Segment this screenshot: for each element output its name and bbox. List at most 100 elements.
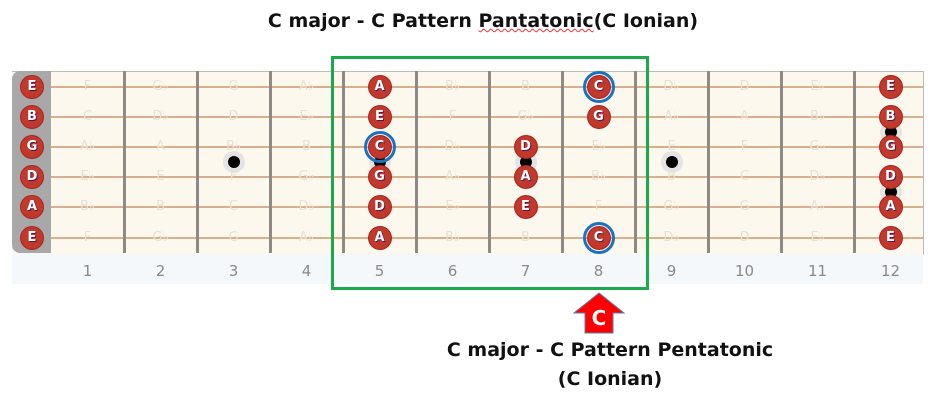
ghost-note: C [739, 169, 750, 184]
fret-wire [780, 71, 783, 253]
fret-wire [707, 71, 710, 253]
root-ring [363, 131, 396, 163]
ghost-note: D♭ [298, 199, 315, 214]
ghost-note: B♭ [590, 169, 607, 184]
fret-number: 8 [593, 262, 604, 280]
fret-wire [853, 71, 856, 253]
ghost-note: D [739, 230, 750, 245]
ghost-note: D [228, 109, 239, 124]
page-title: C major - C Pattern Pantatonic(C Ionian) [0, 10, 940, 32]
root-ring [582, 222, 615, 254]
fret-number: 7 [520, 262, 531, 280]
ghost-note: B♭ [444, 230, 461, 245]
fret-number: 11 [807, 262, 828, 280]
fret-wire [634, 71, 637, 253]
fret-wire [415, 71, 418, 253]
ghost-note: F [448, 109, 457, 124]
ghost-note: F [594, 199, 603, 214]
ghost-note: A [740, 109, 749, 124]
inlay-dot [884, 126, 897, 138]
fret-wire [123, 71, 126, 253]
caption-line-1: C major - C Pattern Pentatonic [446, 339, 774, 361]
ghost-note: A♭ [298, 79, 315, 94]
ghost-note: G♭ [517, 109, 534, 124]
fret-wire [488, 71, 491, 253]
ghost-note: E [156, 169, 165, 184]
ghost-note: E♭ [810, 79, 825, 94]
ghost-note: F [229, 169, 238, 184]
scale-note: E [879, 227, 902, 249]
ghost-note: E♭ [299, 109, 314, 124]
ghost-note: E♭ [80, 169, 95, 184]
ghost-note: G [739, 199, 750, 214]
ghost-note: A♭ [444, 169, 461, 184]
string-line [51, 116, 923, 118]
inlay-dot [665, 156, 678, 168]
ghost-note: A♭ [809, 199, 826, 214]
fret-wire [196, 71, 199, 253]
title-prefix: C major - C Pattern [267, 10, 479, 32]
inlay-dot [227, 156, 240, 168]
ghost-note: A♭ [298, 230, 315, 245]
string-line [51, 146, 923, 148]
scale-note: E [21, 76, 43, 98]
ghost-note: F [83, 79, 92, 94]
scale-note: D [21, 166, 43, 188]
fret-wire [269, 71, 272, 253]
title-suffix: (C Ionian) [593, 10, 699, 32]
fretboard [12, 71, 924, 255]
fret-number: 1 [82, 262, 93, 280]
scale-note: A [368, 227, 391, 249]
scale-note: E [368, 106, 391, 128]
ghost-note: D♭ [152, 109, 169, 124]
ghost-note: A [156, 139, 165, 154]
scale-note: A [368, 76, 391, 98]
ghost-note: D♭ [444, 139, 461, 154]
fret-number: 10 [734, 262, 755, 280]
fret-number: 4 [301, 262, 312, 280]
ghost-note: B [521, 230, 530, 245]
ghost-note: C [228, 199, 239, 214]
up-arrow-icon [573, 292, 625, 334]
ghost-note: G♭ [152, 79, 169, 94]
fret-number: 3 [228, 262, 239, 280]
ghost-note: D♭ [809, 169, 826, 184]
inlay-dot [884, 186, 897, 198]
arrow-label: C [591, 306, 607, 330]
nut [12, 71, 51, 253]
fret-number: 6 [447, 262, 458, 280]
ghost-note: G [228, 79, 239, 94]
scale-note: E [514, 196, 537, 218]
ghost-note: A♭ [79, 139, 96, 154]
ghost-note: B [521, 79, 530, 94]
string-line [51, 176, 923, 178]
ghost-note: G♭ [663, 199, 680, 214]
ghost-note: B [667, 169, 676, 184]
ghost-note: D♭ [663, 230, 680, 245]
ghost-note: F [83, 230, 92, 245]
string-line [51, 86, 923, 88]
inlay-dot [519, 156, 532, 168]
scale-note: G [879, 136, 902, 158]
ghost-note: B♭ [225, 139, 242, 154]
string-line [51, 237, 923, 239]
scale-note: B [879, 106, 902, 128]
ghost-note: F [740, 139, 749, 154]
scale-note: G [21, 136, 43, 158]
fret-number: 2 [155, 262, 166, 280]
scale-note: D [514, 136, 537, 158]
ghost-note: B [302, 139, 311, 154]
ghost-note: G [228, 230, 239, 245]
ghost-note: G♭ [298, 169, 315, 184]
ghost-note: C [82, 109, 93, 124]
ghost-note: G♭ [809, 139, 826, 154]
root-ring [582, 71, 615, 103]
scale-note: A [514, 166, 537, 188]
ghost-note: B♭ [444, 79, 461, 94]
scale-note: A [879, 196, 902, 218]
ghost-note: E♭ [591, 139, 606, 154]
ghost-note: D♭ [663, 79, 680, 94]
ghost-note: G♭ [152, 230, 169, 245]
title-misspelled-word: Pantatonic [478, 10, 594, 32]
scale-note: E [879, 76, 902, 98]
